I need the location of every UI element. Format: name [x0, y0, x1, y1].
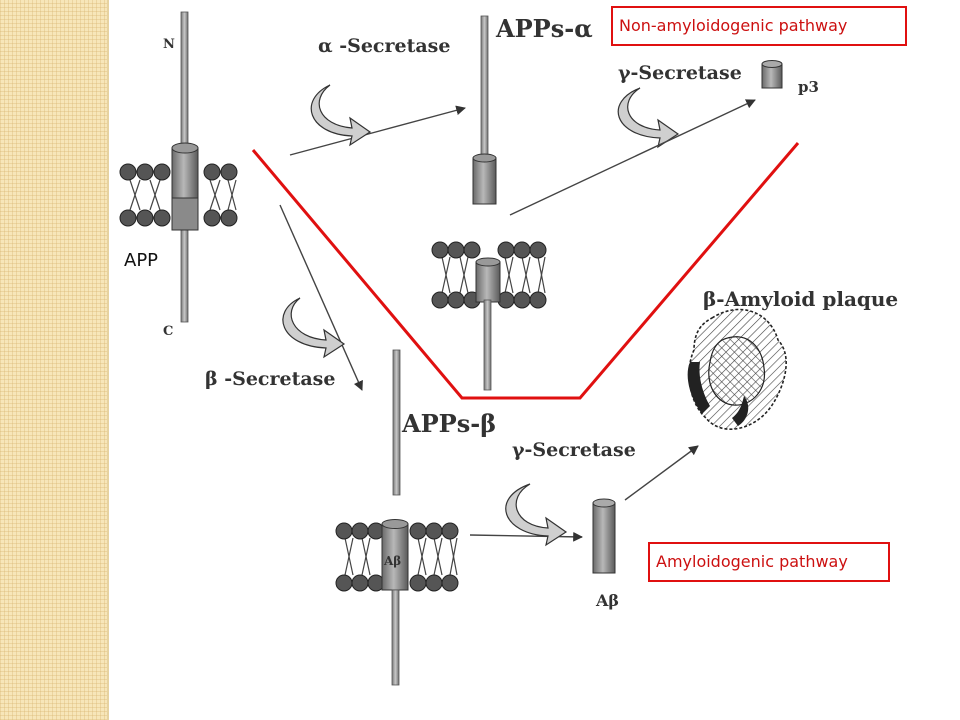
c-terminus-label: C — [163, 324, 173, 339]
app-label: APP — [124, 250, 159, 271]
arrow-beta-cleavage — [279, 204, 363, 391]
c99-membrane — [335, 519, 459, 686]
apps-alpha-fragment — [472, 15, 497, 205]
apps-beta-fragment — [392, 349, 401, 496]
gamma-secretase-bottom-label: γ-Secretase — [512, 439, 636, 461]
arrow-to-abeta — [469, 531, 583, 542]
amyloidogenic-pathway-callout: Amyloidogenic pathway — [648, 542, 890, 582]
arrow-to-p3 — [509, 99, 756, 216]
decorative-side-panel — [0, 0, 107, 720]
alpha-secretase-label: α -Secretase — [318, 35, 450, 57]
gamma-secretase-bottom-curved-arrow — [505, 483, 568, 547]
gamma-secretase-top-curved-arrow — [617, 87, 680, 149]
abeta-fragment — [592, 498, 616, 574]
amyloid-plaque-label: β-Amyloid plaque — [703, 287, 898, 311]
apps-beta-label: APPs-β — [401, 409, 496, 438]
app-membrane — [119, 163, 238, 227]
side-panel-divider — [107, 0, 109, 720]
abeta-label: Aβ — [595, 591, 619, 610]
p3-fragment — [761, 60, 783, 89]
amyloid-plaque-icon — [687, 308, 787, 430]
n-terminus-label: N — [163, 37, 175, 52]
beta-secretase-curved-arrow — [282, 297, 346, 359]
gamma-secretase-top-label: γ-Secretase — [618, 62, 742, 84]
pathway-divider — [251, 142, 800, 400]
arrow-alpha-cleavage — [289, 105, 466, 156]
beta-secretase-label: β -Secretase — [205, 368, 335, 390]
alpha-secretase-curved-arrow — [310, 84, 372, 147]
abeta-membrane-label: Aβ — [383, 554, 401, 568]
c83-membrane — [431, 241, 547, 391]
app-protein — [171, 11, 199, 323]
apps-alpha-label: APPs-α — [495, 14, 593, 43]
non-amyloidogenic-pathway-callout: Non-amyloidogenic pathway — [611, 6, 907, 46]
arrow-to-plaque — [624, 445, 699, 501]
p3-label: p3 — [798, 78, 819, 96]
